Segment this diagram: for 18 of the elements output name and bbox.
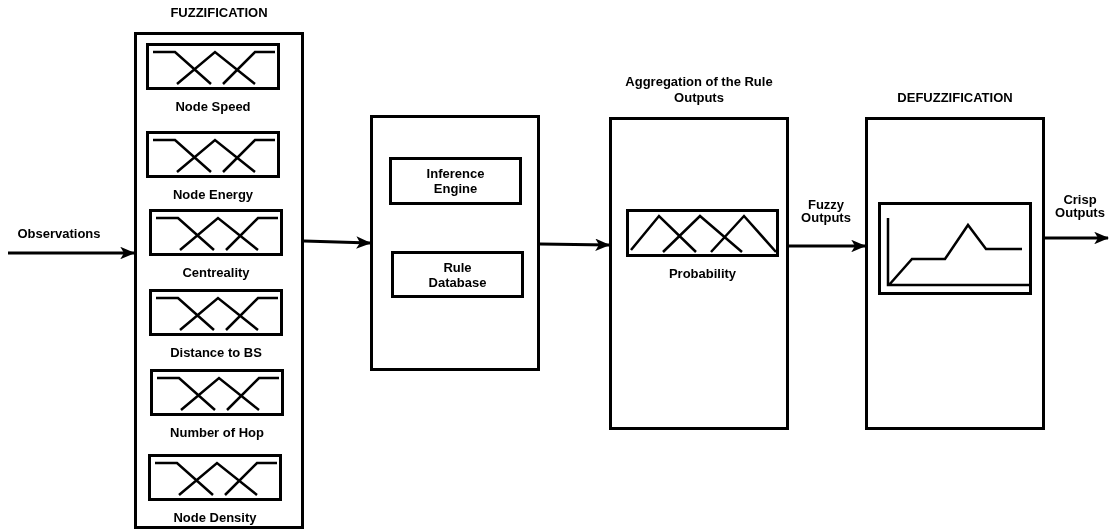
input-label: Node Energy — [172, 187, 254, 203]
input-label: Number of Hop — [170, 425, 264, 441]
input-label: Distance to BS — [170, 345, 262, 361]
box-label: Inference Engine — [425, 166, 486, 196]
stage-heading: Aggregation of the Rule Outputs — [624, 74, 774, 106]
arrow — [303, 236, 372, 249]
input-label: Node Density — [173, 510, 257, 526]
arrow — [789, 239, 867, 253]
arrow — [1045, 231, 1110, 245]
box-label: Rule Database — [427, 259, 488, 290]
input-label: Probability — [668, 266, 737, 282]
input-label: Node Speed — [175, 99, 251, 115]
stage-heading: FUZZIFICATION — [170, 5, 268, 21]
stage-heading: DEFUZZIFICATION — [897, 90, 1013, 106]
arrow — [8, 246, 136, 260]
input-label: Centreality — [182, 265, 250, 281]
arrow — [539, 238, 611, 252]
edge-label: Observations — [17, 227, 101, 240]
